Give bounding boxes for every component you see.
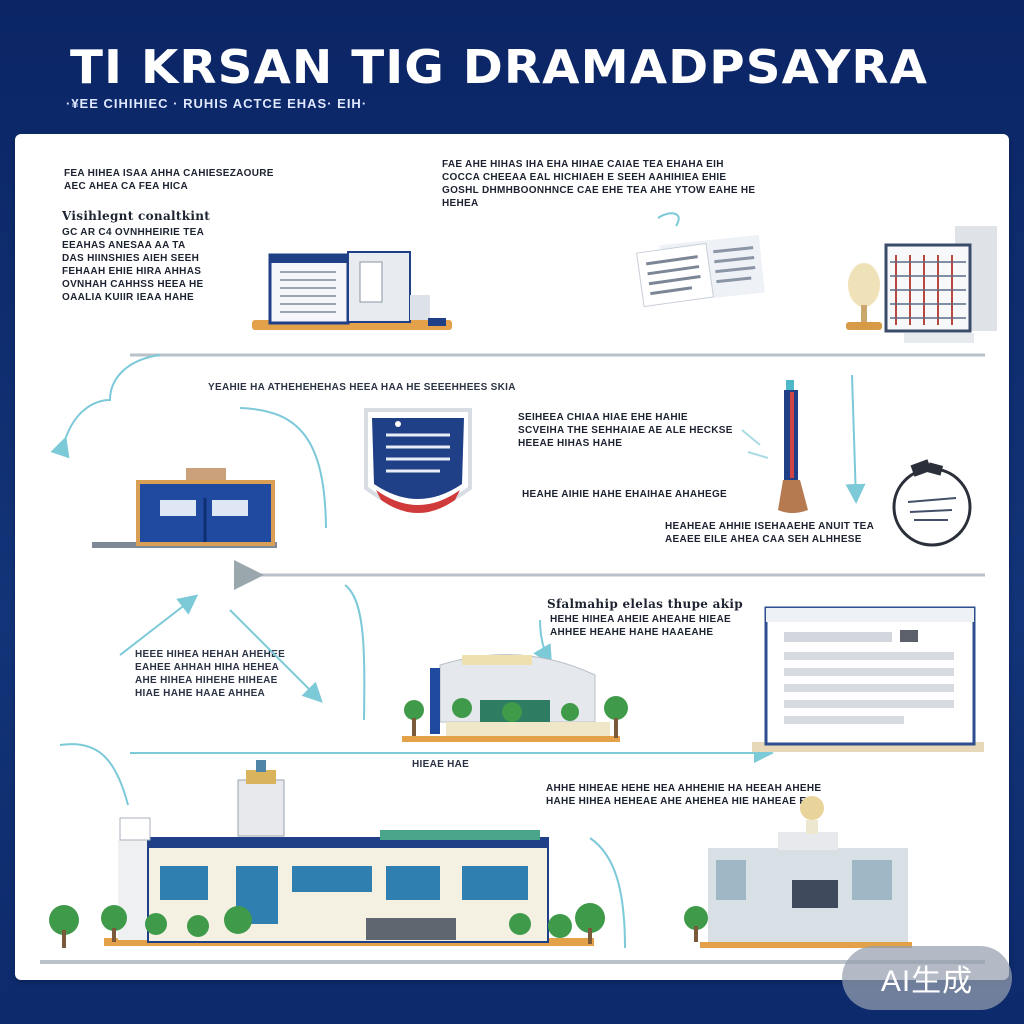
- ai-generated-watermark: AI生成: [842, 946, 1012, 1010]
- connector-arrow: [589, 837, 626, 949]
- row1-right-text: FAE AHE HIHAS IHA EHA HIHAE CAIAE TEA EH…: [442, 159, 756, 209]
- blue-office-illustration: [92, 468, 277, 548]
- row1-intro-text: FEA HIHEA ISAA AHHA CAHIESEZAOURE AEC AH…: [64, 168, 274, 192]
- document-window-illustration: [752, 606, 984, 752]
- connector-arrow: [657, 212, 680, 227]
- lamp-illustration: [846, 263, 882, 330]
- row4-right-text: AHHE HIHEAE HEHE HEA AHHEHIE HA HEEAH AH…: [546, 783, 822, 807]
- connector-arrow: [533, 619, 553, 666]
- row2-caption: YEAHIE HA ATHEHEHEHAS HEEA HAA HE SEEEHH…: [208, 382, 516, 393]
- connector-arrow: [229, 609, 323, 703]
- campus-building-illustration: [402, 654, 628, 742]
- main-building-illustration: [49, 760, 605, 948]
- grid-board-illustration: [884, 226, 997, 343]
- connector-arrow: [119, 594, 199, 656]
- secondary-building-illustration: [684, 796, 912, 948]
- page-title: TI KRSAN TIG DRAMADPSAYRA: [70, 40, 929, 94]
- connector-arrow: [59, 743, 129, 806]
- connector-arrow: [344, 584, 366, 721]
- row3-left-text: HEEE HIHEA HEHAH AHEHEE EAHEE AHHAH HIHA…: [135, 649, 286, 699]
- row2-right-top-text: SEIHEEA CHIAA HIAE EHE HAHIE SCVEIHA THE…: [518, 412, 733, 449]
- brush-illustration: [778, 380, 808, 513]
- row2-right-mid-text: HEAHE AIHIE HAHE EHAIHAE AHAHEGE: [522, 489, 727, 500]
- connector-arrow: [239, 407, 327, 529]
- row1-heading: Visihlegnt conaltkint: [62, 209, 211, 223]
- row1-body-text: GC AR C4 OVNHHEIRIE TEA EEAHAS ANESAA AA…: [62, 227, 205, 303]
- seal-badge-illustration: [892, 459, 972, 547]
- row3-right-text: HEHE HIHEA AHEIE AHEAHE HIEAE AHHEE HEAH…: [550, 614, 731, 638]
- sparkle-marks: [741, 429, 769, 459]
- connector-arrow: [845, 374, 866, 504]
- server-block-illustration: [252, 251, 452, 330]
- paper-stack-illustration: [636, 234, 765, 308]
- row3-heading: Sfalmahip elelas thupe akip: [547, 597, 743, 611]
- shield-card-illustration: [364, 408, 472, 513]
- row2-right-bottom-text: HEAHEAE AHHIE ISEHAAEHE ANUIT TEA AEAEE …: [665, 521, 875, 545]
- connector-arrow: [50, 354, 161, 459]
- page-subtitle: ·¥EE CIHIHIEC · RUHIS ACTCE EHAS· EIH·: [66, 96, 368, 111]
- row4-caption: HIEAE HAE: [412, 759, 470, 770]
